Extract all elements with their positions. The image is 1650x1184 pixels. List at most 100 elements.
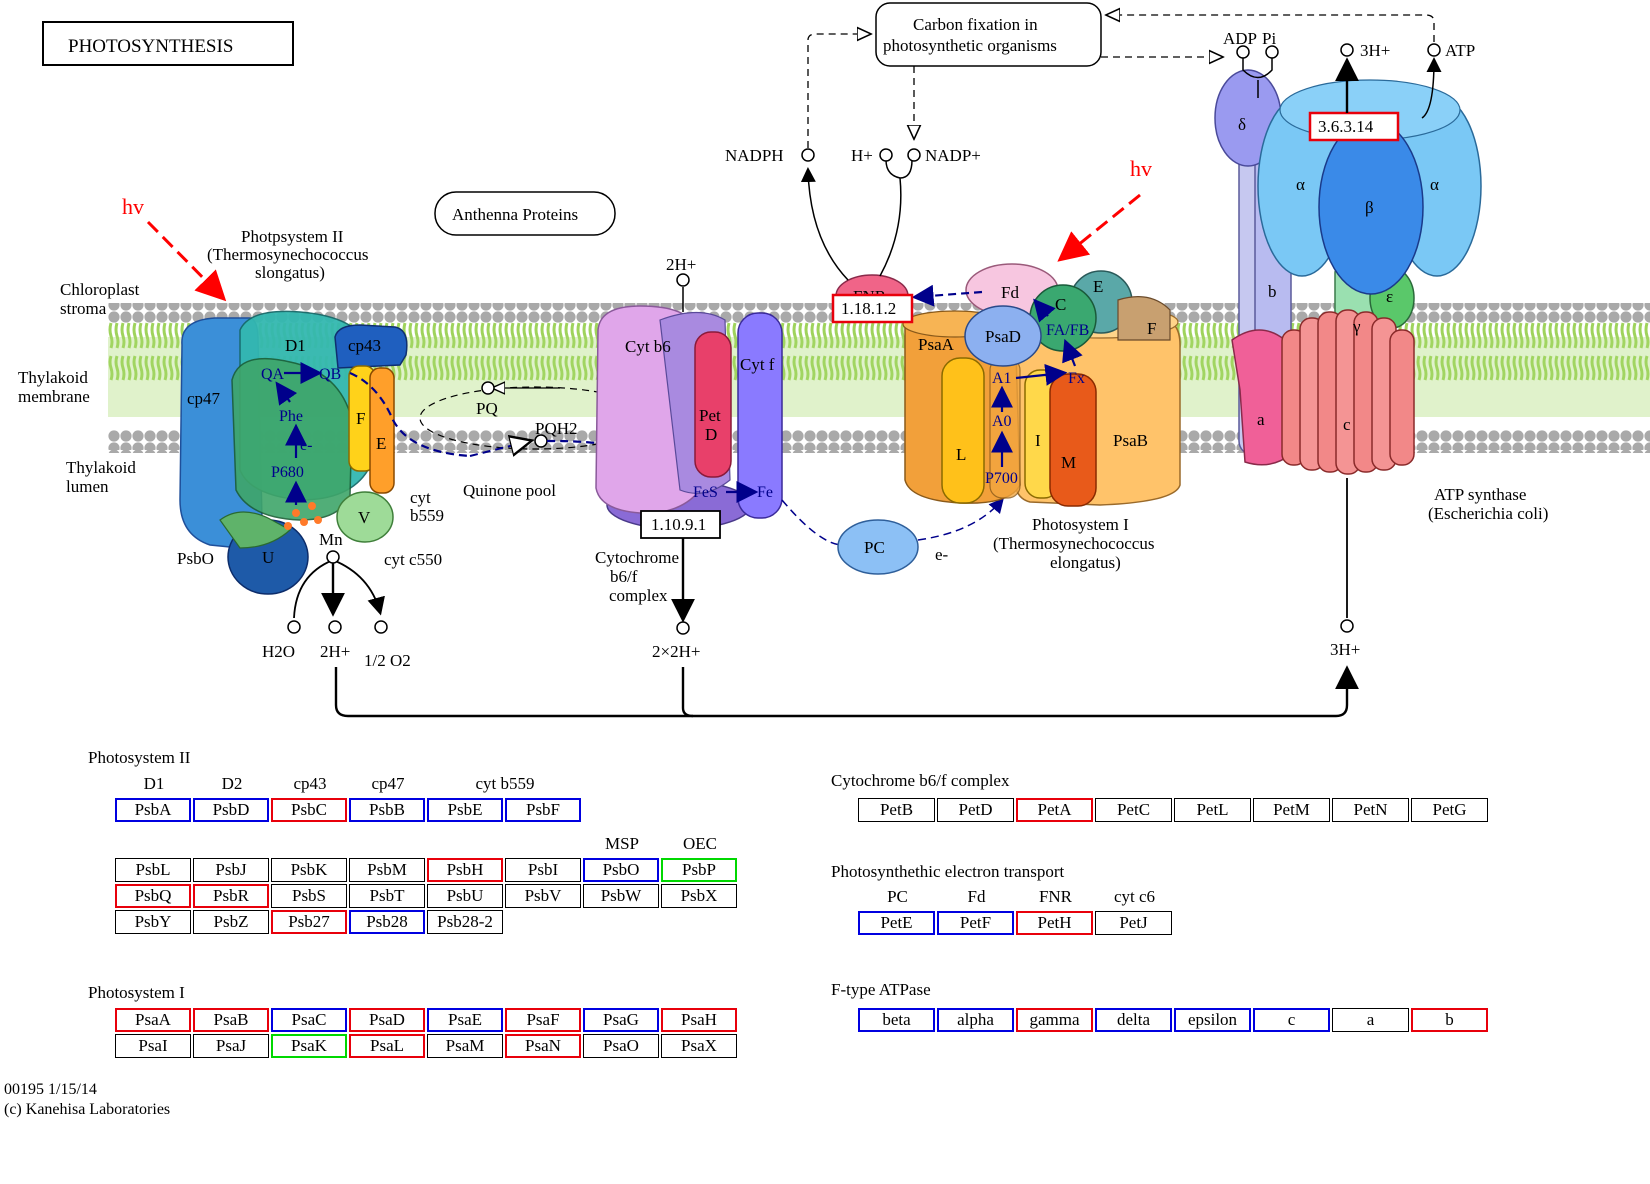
gene-box-psbp[interactable]: PsbP — [661, 858, 737, 882]
gene-box-petg[interactable]: PetG — [1411, 798, 1488, 822]
gene-box-psba[interactable]: PsbA — [115, 798, 191, 822]
gene-box-psan[interactable]: PsaN — [505, 1034, 581, 1058]
psii-title-3: slongatus) — [255, 263, 325, 282]
gene-box-psbh[interactable]: PsbH — [427, 858, 503, 882]
atpase-table-title: F-type ATPase — [831, 980, 931, 999]
subunit-label: PC — [887, 887, 908, 906]
gene-box-petj[interactable]: PetJ — [1095, 911, 1172, 935]
gene-box-beta[interactable]: beta — [858, 1008, 935, 1032]
h2o-node — [287, 620, 301, 634]
gene-box-psbe[interactable]: PsbE — [427, 798, 503, 822]
gene-box-psaa[interactable]: PsaA — [115, 1008, 191, 1032]
gene-box-petl[interactable]: PetL — [1174, 798, 1251, 822]
gene-box-psax[interactable]: PsaX — [661, 1034, 737, 1058]
delta-label: δ — [1238, 115, 1246, 134]
gene-box-peta[interactable]: PetA — [1016, 798, 1093, 822]
gene-box-psbv[interactable]: PsbV — [505, 884, 581, 908]
gene-box-psae[interactable]: PsaE — [427, 1008, 503, 1032]
gene-box-psbb[interactable]: PsbB — [349, 798, 425, 822]
gene-box-pete[interactable]: PetE — [858, 911, 935, 935]
gene-box-gamma[interactable]: gamma — [1016, 1008, 1093, 1032]
gene-box-psbo[interactable]: PsbO — [583, 858, 659, 882]
gene-box-psbd[interactable]: PsbD — [193, 798, 269, 822]
gene-box-petn[interactable]: PetN — [1332, 798, 1409, 822]
gene-box-psbc[interactable]: PsbC — [271, 798, 347, 822]
gene-box-psbs[interactable]: PsbS — [271, 884, 347, 908]
gene-box-petc[interactable]: PetC — [1095, 798, 1172, 822]
pc-label: PC — [864, 538, 885, 557]
gene-box-peth[interactable]: PetH — [1016, 911, 1093, 935]
gene-box-psal[interactable]: PsaL — [349, 1034, 425, 1058]
gene-box-psb27[interactable]: Psb27 — [271, 910, 347, 934]
petd-label-2: D — [705, 425, 717, 444]
atp-compound-label: ATP — [1445, 41, 1475, 60]
o2-node — [374, 620, 388, 634]
gene-box-epsilon[interactable]: epsilon — [1174, 1008, 1251, 1032]
subunit-label: Fd — [967, 887, 986, 906]
gene-box-psb28[interactable]: Psb28 — [349, 910, 425, 934]
psbe-label: E — [376, 434, 386, 453]
gene-box-psai[interactable]: PsaI — [115, 1034, 191, 1058]
gene-box-petb[interactable]: PetB — [858, 798, 935, 822]
atp-title-2: (Escherichia coli) — [1428, 504, 1548, 523]
water-splitting — [293, 559, 385, 619]
gene-box-a[interactable]: a — [1332, 1008, 1409, 1032]
pqh2-arrow — [469, 441, 530, 456]
gene-box-psbz[interactable]: PsbZ — [193, 910, 269, 934]
psi-ec-box[interactable] — [831, 293, 914, 324]
gene-box-psag[interactable]: PsaG — [583, 1008, 659, 1032]
gene-box-psah[interactable]: PsaH — [661, 1008, 737, 1032]
subunit-label: MSP — [604, 834, 640, 853]
gene-box-psaf[interactable]: PsaF — [505, 1008, 581, 1032]
gene-box-petf[interactable]: PetF — [937, 911, 1014, 935]
gene-box-psac[interactable]: PsaC — [271, 1008, 347, 1032]
gene-box-psbt[interactable]: PsbT — [349, 884, 425, 908]
gene-box-psab[interactable]: PsaB — [193, 1008, 269, 1032]
gene-box-psb28-2[interactable]: Psb28-2 — [427, 910, 503, 934]
gene-box-alpha[interactable]: alpha — [937, 1008, 1014, 1032]
pq-label: PQ — [476, 399, 498, 418]
psaf-label: F — [1147, 319, 1156, 338]
gene-box-psbm[interactable]: PsbM — [349, 858, 425, 882]
psii-title-1: Photpsystem II — [241, 227, 344, 246]
gene-box-psbw[interactable]: PsbW — [583, 884, 659, 908]
subunit-label: D1 — [143, 774, 165, 793]
gene-box-c[interactable]: c — [1253, 1008, 1330, 1032]
atp-ec-box[interactable] — [1308, 111, 1400, 142]
membrane-label-2: membrane — [18, 387, 90, 406]
gene-box-psaj[interactable]: PsaJ — [193, 1034, 269, 1058]
cytb6f-complex — [595, 305, 783, 530]
page-title: PHOTOSYNTHESIS — [68, 36, 233, 57]
a0-label: A0 — [992, 413, 1012, 430]
gene-box-psbk[interactable]: PsbK — [271, 858, 347, 882]
gene-box-psbu[interactable]: PsbU — [427, 884, 503, 908]
gene-box-psao[interactable]: PsaO — [583, 1034, 659, 1058]
cytb6f-ec-box[interactable] — [640, 510, 721, 539]
gene-box-petm[interactable]: PetM — [1253, 798, 1330, 822]
gene-box-psbj[interactable]: PsbJ — [193, 858, 269, 882]
antenna-box[interactable] — [434, 191, 616, 236]
gene-box-psbx[interactable]: PsbX — [661, 884, 737, 908]
psbv-label: V — [358, 508, 371, 527]
carbon-fixation-box[interactable] — [875, 2, 1102, 67]
gene-box-psbq[interactable]: PsbQ — [115, 884, 191, 908]
gene-box-b[interactable]: b — [1411, 1008, 1488, 1032]
gene-box-psam[interactable]: PsaM — [427, 1034, 503, 1058]
hplus-label: H+ — [851, 146, 873, 165]
gene-box-psbr[interactable]: PsbR — [193, 884, 269, 908]
gene-box-psbl[interactable]: PsbL — [115, 858, 191, 882]
gene-box-psby[interactable]: PsbY — [115, 910, 191, 934]
psac-label: C — [1055, 295, 1066, 314]
gene-box-psad[interactable]: PsaD — [349, 1008, 425, 1032]
gene-box-psbf[interactable]: PsbF — [505, 798, 581, 822]
p680-label: P680 — [271, 464, 304, 481]
gene-box-delta[interactable]: delta — [1095, 1008, 1172, 1032]
gene-box-psbi[interactable]: PsbI — [505, 858, 581, 882]
psi-title-1: Photosystem I — [1032, 515, 1129, 534]
fes-label: FeS — [693, 484, 718, 501]
membrane-label-1: Thylakoid — [18, 368, 88, 387]
gene-box-psak[interactable]: PsaK — [271, 1034, 347, 1058]
gene-box-petd[interactable]: PetD — [937, 798, 1014, 822]
